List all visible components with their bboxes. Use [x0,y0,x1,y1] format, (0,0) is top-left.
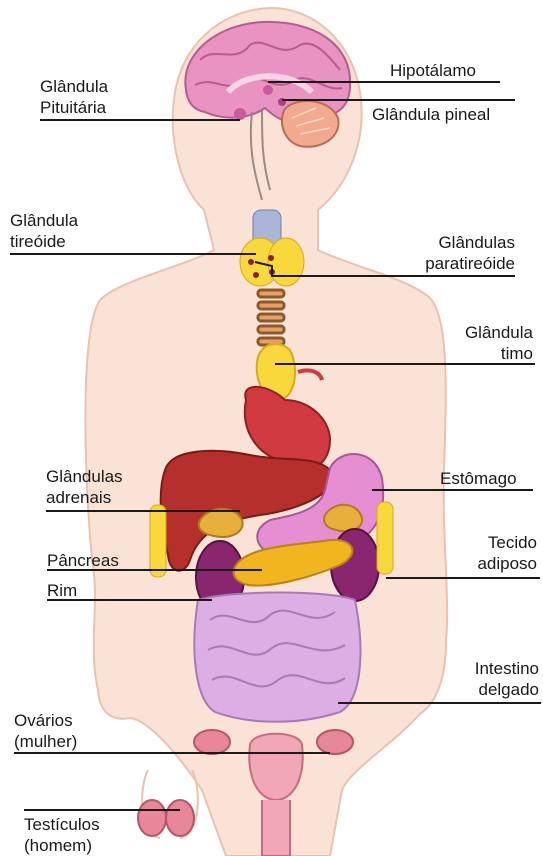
label-line: Glândula [40,76,108,97]
label-line: Glândula pineal [372,104,490,125]
testicle-left [138,800,166,836]
thyroid-right-lobe [268,238,304,286]
label-ovarios: Ovários (mulher) [14,710,77,752]
adipose-tissue-left [150,505,166,577]
label-line: Pituitária [40,97,108,118]
ovary-right [317,730,353,754]
adipose-tissue-right [377,502,393,574]
label-glandula-tireoide: Glândula tireóide [10,210,78,252]
adrenal-gland-left [199,509,243,537]
label-glandula-pineal: Glândula pineal [372,104,490,125]
label-line: Glândula [10,210,78,231]
adrenal-gland-right [324,505,362,531]
label-line: Intestino [475,658,539,679]
label-line: (homem) [24,835,100,856]
label-line: Testículos [24,814,100,835]
label-glandula-pituitaria: Glândula Pituitária [40,76,108,118]
cerebellum [282,101,338,147]
label-tecido-adiposo: Tecido adiposo [477,532,537,574]
label-line: Hipotálamo [390,60,476,81]
parathyroid-dot [253,272,259,278]
label-rim: Rim [47,580,77,601]
label-line: Estômago [440,468,517,489]
label-line: (mulher) [14,731,77,752]
label-line: paratireóide [425,253,515,274]
label-glandula-timo: Glândula timo [465,322,533,364]
label-pancreas: Pâncreas [47,550,119,571]
label-line: Glândulas [425,232,515,253]
testicle-right [166,800,194,836]
label-line: timo [465,343,533,364]
label-intestino-delgado: Intestino delgado [475,658,539,700]
label-line: Glândulas [46,466,123,487]
vaginal-canal [262,800,290,856]
label-line: delgado [475,679,539,700]
pituitary-gland [234,108,246,120]
hypothalamus [263,85,273,95]
parathyroid-dot [268,255,274,261]
parathyroid-dot [248,259,254,265]
label-line: Pâncreas [47,550,119,571]
label-glandulas-adrenais: Glândulas adrenais [46,466,123,508]
label-estomago: Estômago [440,468,517,489]
label-line: Ovários [14,710,77,731]
uterus [249,734,302,800]
label-glandulas-paratireoide: Glândulas paratireóide [425,232,515,274]
label-line: adiposo [477,553,537,574]
label-line: Tecido [477,532,537,553]
label-line: Rim [47,580,77,601]
label-line: Glândula [465,322,533,343]
label-hipotalamo: Hipotálamo [390,60,476,81]
trachea-rings [258,290,284,345]
label-line: adrenais [46,487,123,508]
ovary-left [194,730,230,754]
label-line: tireóide [10,231,78,252]
label-testiculos: Testículos (homem) [24,814,100,856]
